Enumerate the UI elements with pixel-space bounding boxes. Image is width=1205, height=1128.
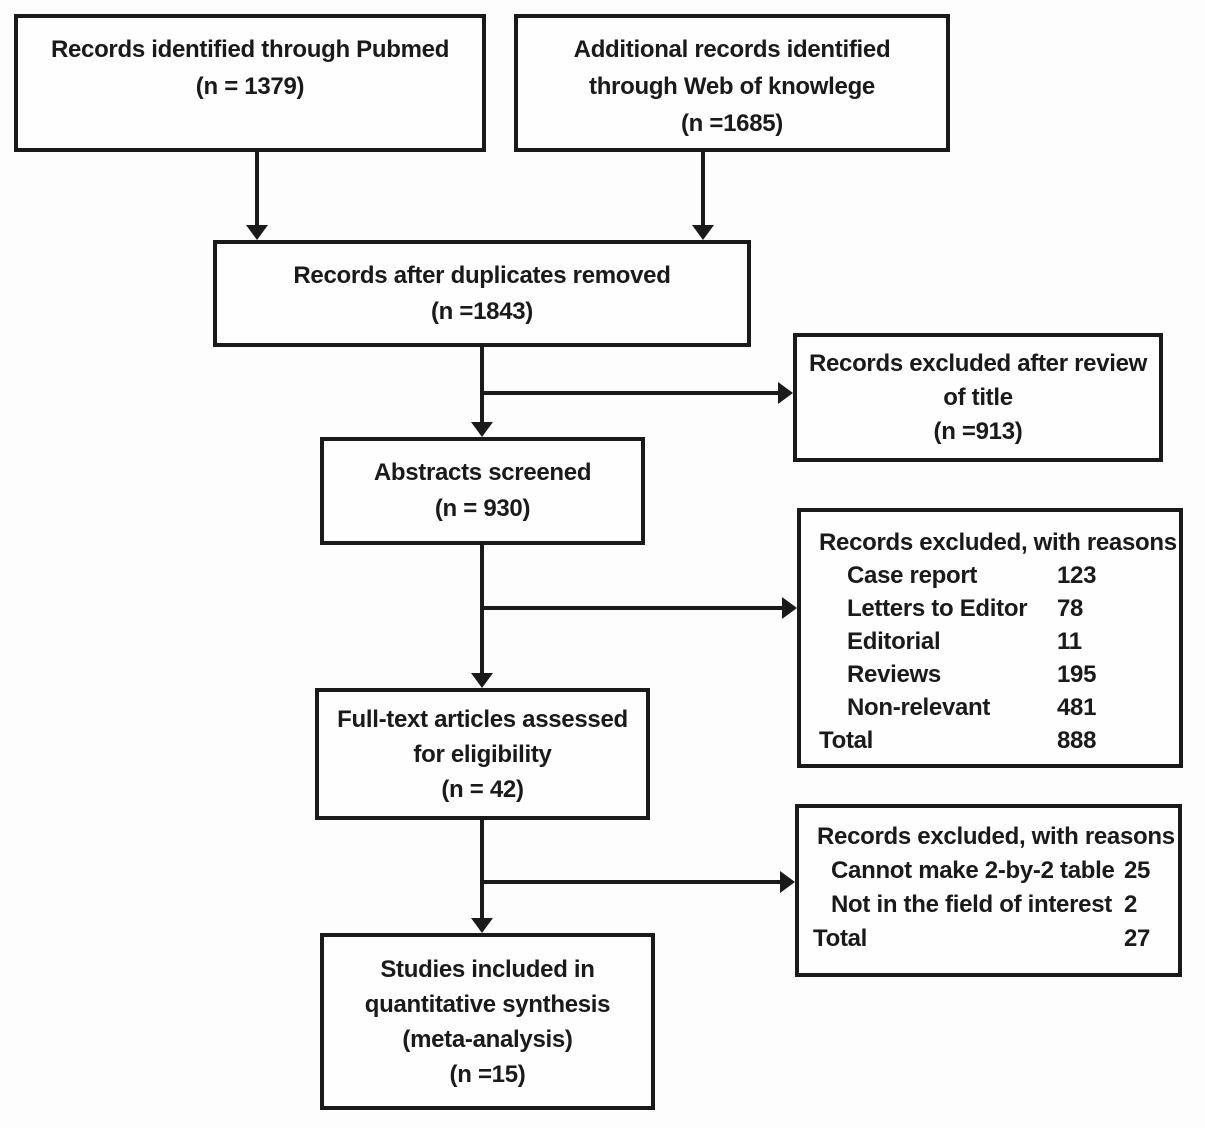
arrow-branch-title-excluded-head xyxy=(778,382,793,404)
box-text-line: for eligibility xyxy=(413,740,552,768)
exclusion-row-label: Not in the field of interest xyxy=(831,891,1112,918)
arrow-branch-fulltext-excluded-line xyxy=(482,880,780,884)
box-records-after-duplicates-removed: Records after duplicates removed (n =184… xyxy=(213,240,751,347)
box-text-line: through Web of knowlege xyxy=(589,73,875,100)
exclusion-row-value: 481 xyxy=(1057,694,1097,721)
box-count: (n =1685) xyxy=(680,110,784,137)
box-fulltext-assessed: Full-text articles assessed for eligibil… xyxy=(315,688,650,820)
exclusion-row: Non-relevant 481 xyxy=(813,691,1169,724)
arrow-webknowledge-to-duplicates-line xyxy=(701,152,705,225)
exclusion-list-title: Records excluded, with reasons xyxy=(817,823,1175,850)
exclusion-total-label: Total xyxy=(813,925,868,952)
box-count: (n = 1379) xyxy=(195,73,305,100)
exclusion-row-value: 11 xyxy=(1057,628,1082,655)
box-studies-included: Studies included in quantitative synthes… xyxy=(320,933,655,1110)
exclusion-row-value: 2 xyxy=(1124,891,1138,918)
box-records-identified-web-of-knowledge: Additional records identified through We… xyxy=(514,14,950,152)
box-count: (n = 930) xyxy=(434,495,531,522)
exclusion-row: Letters to Editor 78 xyxy=(813,592,1169,625)
box-abstracts-screened: Abstracts screened (n = 930) xyxy=(320,437,645,545)
arrow-duplicates-to-abstracts-line xyxy=(480,347,484,423)
box-records-excluded-title-review: Records excluded after review of title (… xyxy=(793,333,1163,462)
box-count: (n =15) xyxy=(449,1060,526,1088)
box-text-line: Abstracts screened xyxy=(373,459,592,486)
exclusion-row-label: Reviews xyxy=(847,661,941,688)
exclusion-row-value: 25 xyxy=(1124,857,1151,884)
exclusion-row: Reviews 195 xyxy=(813,658,1169,691)
arrow-branch-fulltext-excluded-head xyxy=(780,871,795,893)
exclusion-row-value: 78 xyxy=(1057,595,1084,622)
arrow-pubmed-to-duplicates-line xyxy=(255,152,259,225)
box-text-line: quantitative synthesis xyxy=(364,990,611,1018)
box-count: (n = 42) xyxy=(441,775,524,803)
box-text-line: of title xyxy=(943,383,1013,411)
arrow-branch-abstract-excluded-head xyxy=(782,597,797,619)
exclusion-row: Editorial 11 xyxy=(813,625,1169,658)
box-records-identified-pubmed: Records identified through Pubmed (n = 1… xyxy=(14,14,486,152)
exclusion-total-value: 27 xyxy=(1124,925,1151,952)
exclusion-row-label: Non-relevant xyxy=(847,694,991,721)
exclusion-total-row: Total 888 xyxy=(813,724,1169,757)
box-text-line: Records excluded after review xyxy=(808,349,1148,377)
arrow-fulltext-to-studies-line xyxy=(480,820,484,919)
exclusion-total-row: Total 27 xyxy=(811,922,1170,956)
box-text-line: Studies included in xyxy=(380,955,595,983)
exclusion-row: Not in the field of interest 2 xyxy=(811,888,1170,922)
arrow-fulltext-to-studies-head xyxy=(471,918,493,933)
exclusion-row-label: Cannot make 2-by-2 table xyxy=(831,857,1115,884)
exclusion-total-label: Total xyxy=(819,727,874,754)
exclusion-row-label: Editorial xyxy=(847,628,941,655)
box-text-line: Records identified through Pubmed xyxy=(50,36,450,63)
box-text-line: (meta-analysis) xyxy=(402,1025,573,1053)
exclusion-row-value: 195 xyxy=(1057,661,1097,688)
box-count: (n =913) xyxy=(933,417,1023,445)
arrow-pubmed-to-duplicates-head xyxy=(246,225,268,240)
exclusion-row-value: 123 xyxy=(1057,562,1097,589)
box-text-line: Full-text articles assessed xyxy=(337,705,628,733)
exclusion-list-title: Records excluded, with reasons xyxy=(819,529,1177,556)
arrow-branch-title-excluded-line xyxy=(482,391,778,395)
exclusion-total-value: 888 xyxy=(1057,727,1097,754)
arrow-duplicates-to-abstracts-head xyxy=(471,422,493,437)
box-count: (n =1843) xyxy=(430,297,534,325)
exclusion-row: Cannot make 2-by-2 table 25 xyxy=(811,854,1170,888)
box-text-line: Records after duplicates removed xyxy=(293,261,671,289)
exclusion-row-label: Case report xyxy=(847,562,978,589)
arrow-webknowledge-to-duplicates-head xyxy=(692,225,714,240)
exclusion-row-label: Letters to Editor xyxy=(847,595,1028,622)
box-text-line: Additional records identified xyxy=(573,36,891,63)
exclusion-row: Case report 123 xyxy=(813,559,1169,592)
arrow-abstracts-to-fulltext-head xyxy=(471,673,493,688)
box-records-excluded-fulltext-reasons: Records excluded, with reasons Cannot ma… xyxy=(795,804,1182,977)
arrow-branch-abstract-excluded-line xyxy=(482,606,782,610)
box-records-excluded-abstract-reasons: Records excluded, with reasons Case repo… xyxy=(797,508,1183,768)
